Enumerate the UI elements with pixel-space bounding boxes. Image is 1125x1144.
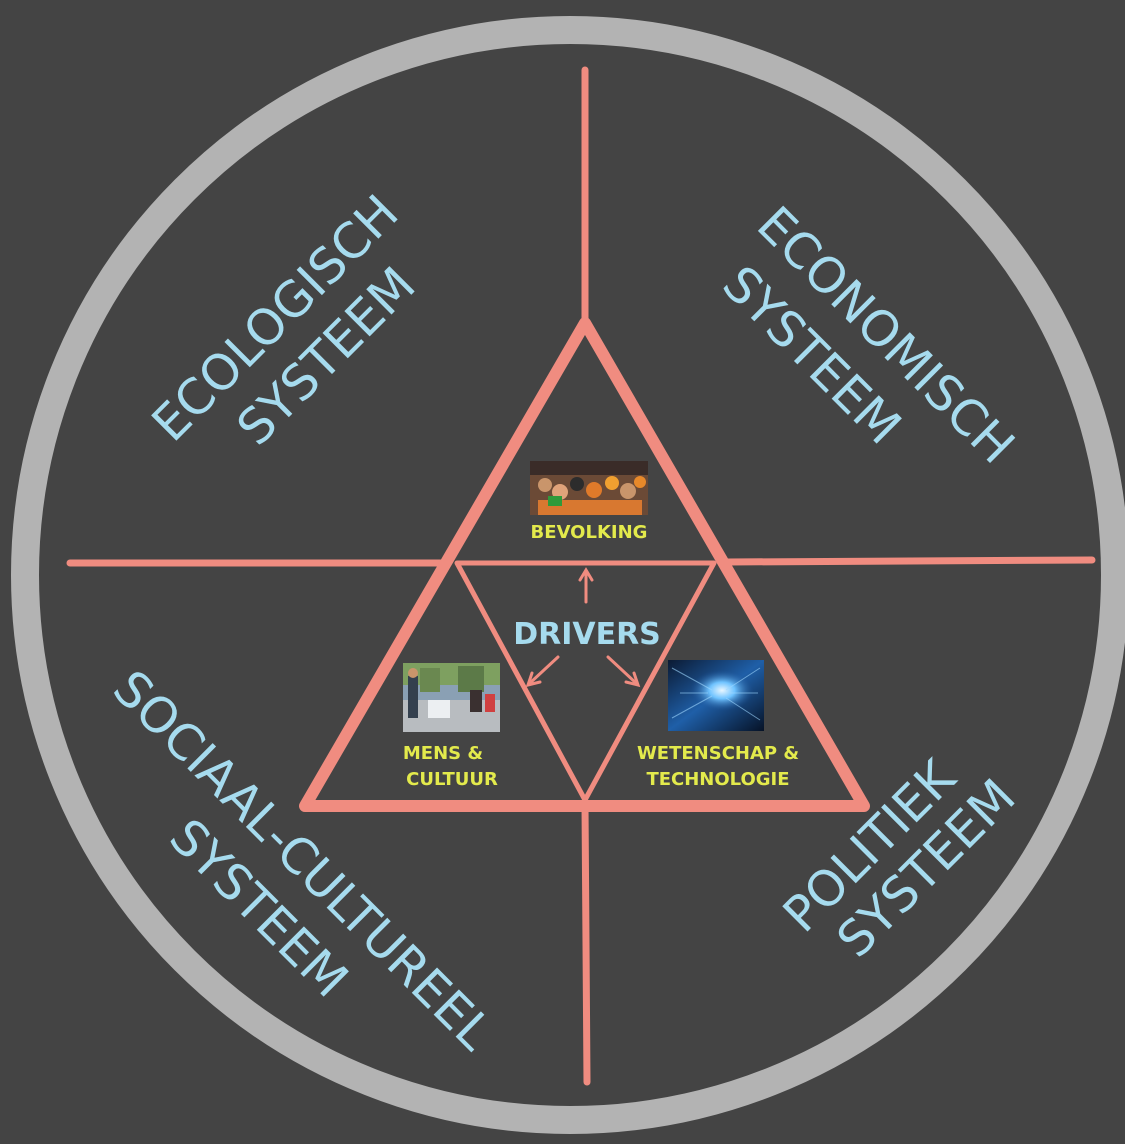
wetenschap-label-line1: WETENSCHAP & bbox=[637, 743, 799, 764]
bevolking-label: BEVOLKING bbox=[531, 522, 648, 543]
wetenschap-label-line2: TECHNOLOGIE bbox=[646, 769, 789, 790]
divider-bottom bbox=[581, 801, 591, 1086]
outer-ring bbox=[11, 16, 1125, 1134]
arrow-right bbox=[606, 655, 641, 688]
wetenschap-technologie-photo bbox=[668, 660, 764, 731]
arrow-left bbox=[525, 655, 560, 688]
center-label: DRIVERS bbox=[513, 617, 661, 652]
mens-cultuur-label-line1: MENS & bbox=[403, 743, 483, 764]
driver-arrows bbox=[525, 567, 641, 688]
bevolking-photo bbox=[530, 461, 648, 515]
arrow-up bbox=[578, 567, 594, 604]
quadrant-dividers bbox=[66, 66, 1096, 1086]
mens-cultuur-photo bbox=[403, 663, 500, 732]
outer-triangle bbox=[299, 317, 870, 812]
mens-cultuur-label-line2: CULTUUR bbox=[406, 769, 498, 790]
divider-right bbox=[724, 556, 1096, 566]
inner-triangle bbox=[454, 560, 717, 803]
